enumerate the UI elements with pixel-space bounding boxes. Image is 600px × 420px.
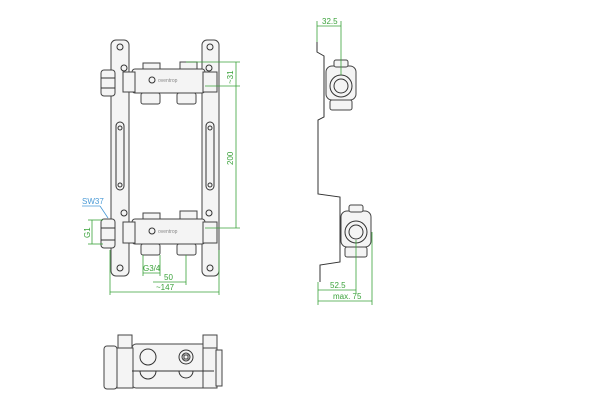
right-bracket-rail xyxy=(201,39,220,277)
dim-overall-width: ~147 xyxy=(156,283,175,292)
callout-wrench-size: SW37 xyxy=(82,197,104,206)
connection-nut-icon xyxy=(100,218,116,249)
dim-outlet-offset: ~31 xyxy=(226,70,235,84)
dim-outlet-thread: G3/4 xyxy=(143,264,161,273)
connection-nut-icon xyxy=(100,69,116,97)
dim-bottom-depth: 52.5 xyxy=(330,281,346,290)
side-view: 32.5 52.5 max. 75 xyxy=(316,17,373,305)
brand-logo-text: oventrop xyxy=(158,229,178,235)
dim-top-depth: 32.5 xyxy=(322,17,338,26)
dim-connection-thread: G1 xyxy=(83,227,92,238)
brand-logo-icon xyxy=(148,76,156,84)
bracket-profile xyxy=(316,42,341,282)
front-view: oventrop oventrop ~31 200 G1 xyxy=(82,39,240,295)
left-bracket-rail xyxy=(110,39,130,277)
dim-manifold-spacing: 200 xyxy=(226,151,235,165)
connection-nut-icon xyxy=(103,345,118,390)
dim-max-depth: max. 75 xyxy=(333,292,362,301)
dim-outlet-pitch: 50 xyxy=(164,273,173,282)
bottom-view xyxy=(103,334,223,390)
front-dimensions: ~31 200 G1 SW37 G3/4 50 ~147 xyxy=(82,61,240,295)
brand-logo-text: oventrop xyxy=(158,78,178,84)
bottom-manifold-bar: oventrop xyxy=(100,209,218,256)
